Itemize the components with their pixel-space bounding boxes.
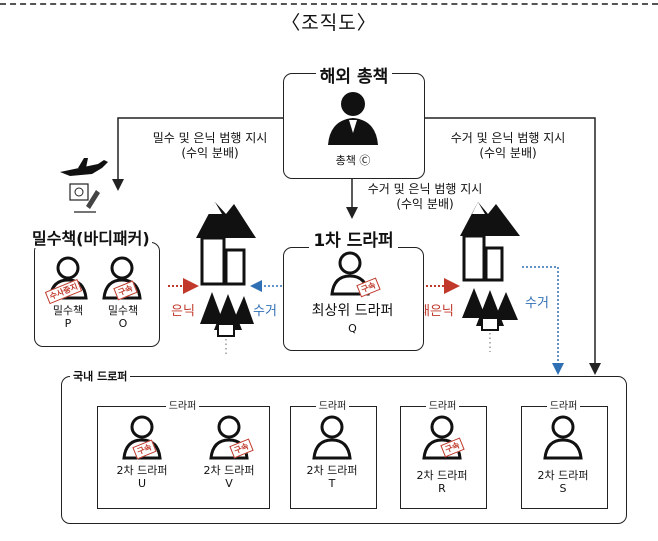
center-instruction-label: 수거 및 은닉 범행 지시 (수익 분배)	[367, 182, 483, 211]
collect-right-label: 수거	[525, 296, 549, 311]
domestic-heading: 국내 드로퍼	[70, 368, 131, 384]
page-title: 〈조직도〉	[281, 12, 377, 34]
group-label: 드라퍼	[521, 397, 606, 412]
collect-right-arrow	[522, 266, 564, 375]
top-dashed-rule	[0, 3, 658, 5]
smugglers-heading: 밀수책(바디패커)	[30, 229, 152, 248]
first-dealer-label: 최상위 드라퍼 Q	[311, 303, 394, 335]
overseas-heading: 해외 총책	[283, 62, 425, 87]
person-icon	[312, 415, 352, 460]
right-instruction-line	[424, 117, 601, 375]
group-label: 드라퍼	[290, 397, 375, 412]
collect-left-label: 수거	[253, 304, 277, 319]
person-icon	[543, 415, 583, 460]
group-label: 드라퍼	[400, 397, 485, 412]
left-instruction-label: 밀수 및 은닉 범행 지시 (수익 분배)	[152, 131, 268, 160]
overseas-person-label: 총책 Ⓒ	[335, 154, 371, 167]
left-instruction-line	[112, 117, 283, 191]
right-instruction-label: 수거 및 은닉 범행 지시 (수익 분배)	[450, 131, 566, 160]
first-dealer-heading: 1차 드라퍼	[283, 226, 424, 251]
rehide-label: 재은닉	[418, 304, 454, 319]
group-label: 드라퍼	[97, 397, 268, 412]
hide-label: 은닉	[171, 304, 195, 319]
